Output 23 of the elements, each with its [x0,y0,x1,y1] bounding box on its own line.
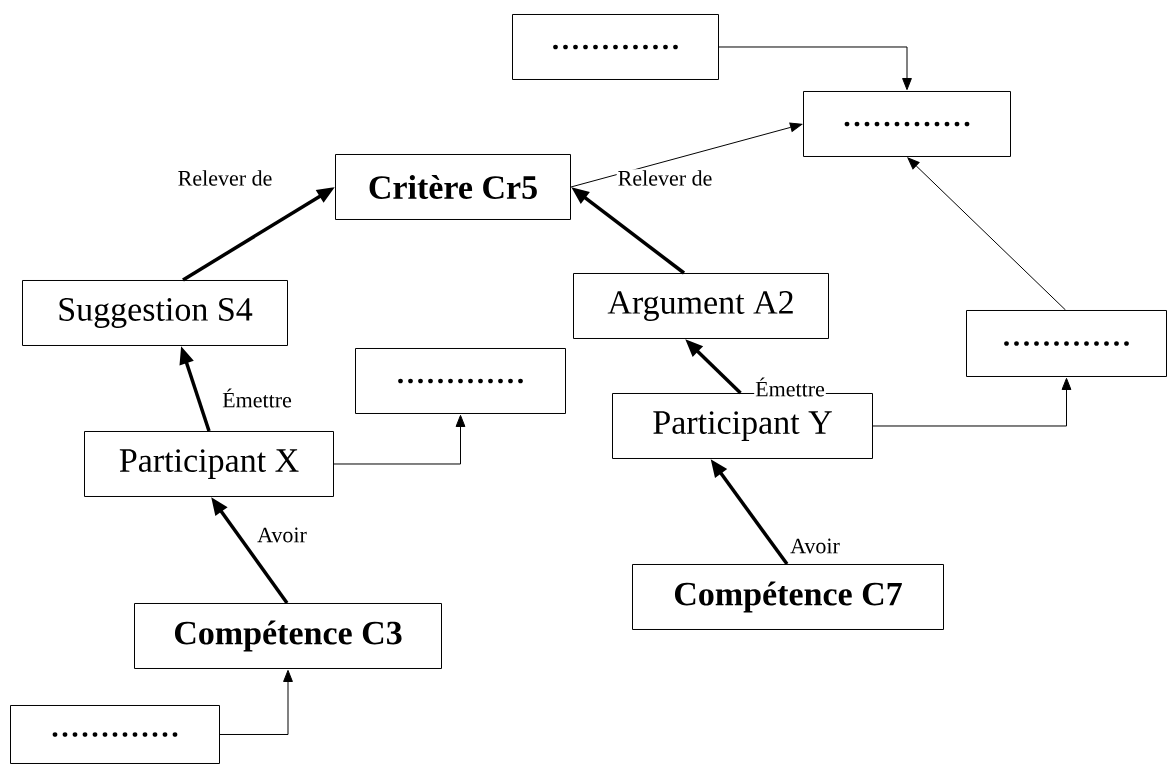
concept-box: Argument A2 [573,273,829,339]
concept-box: Suggestion S4 [22,280,288,346]
blank-box: ............. [803,91,1011,157]
blank-box: ............. [966,310,1167,377]
arrow [570,122,803,188]
arrow [333,414,466,465]
arrow [718,46,912,91]
concept-box: Compétence C7 [632,564,944,630]
edge-label: Avoir [256,526,308,544]
concept-box: Participant X [84,431,334,497]
edge-label: Relever de [616,169,714,187]
concept-box: Critère Cr5 [335,154,571,220]
arrow [872,377,1072,427]
edge-label: Émettre [754,376,826,398]
edge-label: Avoir [789,537,841,555]
blank-box: ............. [355,348,566,414]
arrow [219,669,293,735]
blank-box: ............. [10,705,220,764]
arrow [907,157,1066,311]
edge-label: Émettre [221,387,293,409]
concept-box: Compétence C3 [134,603,442,669]
blank-box: ............. [512,14,719,80]
edge-label: Relever de [176,169,274,187]
